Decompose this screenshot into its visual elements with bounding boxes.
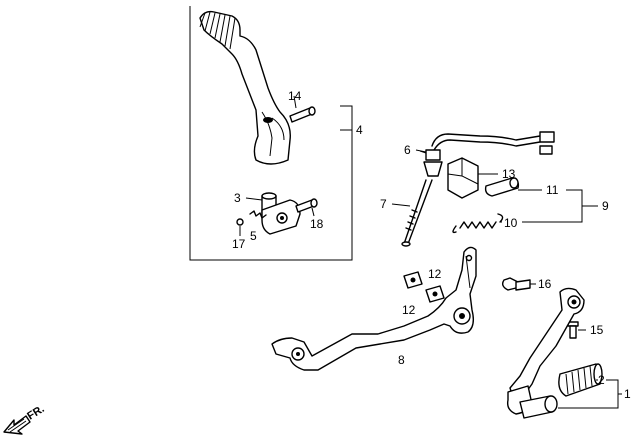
callout-leader-6 (415, 149, 427, 153)
tube-11 (484, 177, 520, 197)
pivot-assembly-3 (261, 192, 301, 235)
bolt-14 (289, 95, 316, 123)
callout-8: 8 (398, 353, 405, 367)
callout-11: 11 (546, 183, 559, 197)
callout-15: 15 (590, 323, 604, 337)
callout-12-top: 12 (428, 267, 442, 281)
callout-12-bottom: 12 (402, 303, 416, 317)
callout-6: 6 (404, 143, 411, 157)
switch-rod-7 (401, 179, 433, 247)
callout-13: 13 (502, 167, 516, 181)
group-bracket-4 (189, 6, 353, 261)
callout-7: 7 (380, 197, 387, 211)
callout-10: 10 (504, 216, 518, 230)
bolt-18 (295, 198, 318, 213)
callout-9: 9 (602, 199, 609, 213)
spring-5 (249, 210, 267, 219)
callout-1: 1 (624, 387, 631, 401)
callout-leader-3 (245, 197, 263, 201)
brake-arm-8 (271, 246, 477, 371)
brake-pedal-arm (199, 10, 291, 165)
callout-leader-7 (391, 203, 411, 207)
callout-17: 17 (232, 237, 246, 251)
nut-12-b (425, 285, 445, 303)
callout-4: 4 (356, 123, 363, 137)
callout-3: 3 (234, 191, 241, 205)
callout-16: 16 (538, 277, 552, 291)
return-spring-10 (452, 213, 504, 234)
callout-18: 18 (310, 217, 324, 231)
step-rubber-2 (558, 363, 603, 397)
pedal-mount-hole (263, 117, 273, 123)
front-direction-arrow-icon (3, 415, 31, 435)
rubber-cap-13 (447, 157, 479, 199)
bolt-15 (567, 321, 579, 339)
callout-5: 5 (250, 229, 257, 243)
pedal-grip (199, 11, 236, 50)
callout-2: 2 (598, 373, 605, 387)
callout-leader-18 (311, 207, 315, 217)
washer-17 (236, 218, 244, 226)
step-lever-1 (506, 287, 585, 419)
nut-12-a (403, 271, 423, 289)
bolt-16 (501, 277, 531, 291)
brake-light-switch-6 (419, 131, 555, 177)
callout-14: 14 (288, 89, 302, 103)
